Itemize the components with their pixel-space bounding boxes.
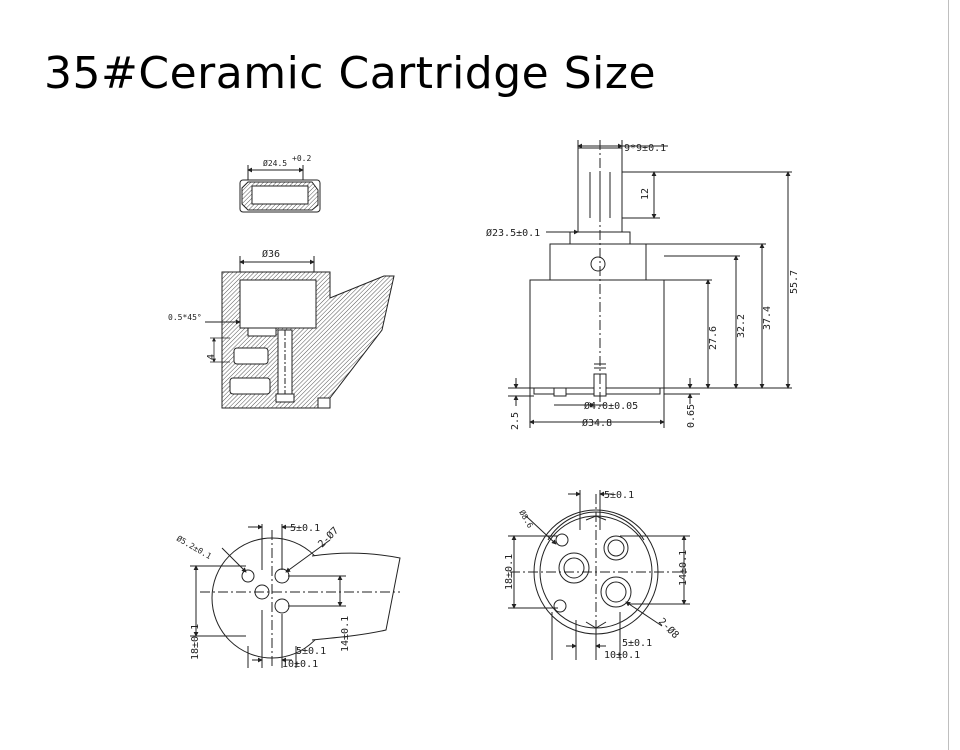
port-18-label: 18±0.1 (190, 624, 201, 660)
frame-border (948, 0, 949, 750)
height-065-label: 0.65 (686, 404, 697, 428)
depth-4-label: 4 (206, 354, 217, 360)
height-25-label: 2.5 (510, 412, 521, 430)
disc-10-label: 10±0.1 (604, 650, 640, 661)
stem-diameter-label: Ø23.5±0.1 (486, 227, 540, 239)
cap-tolerance-label: +0.2 (292, 154, 311, 163)
disc-2phi8-label: 2-Ø8 (656, 616, 682, 642)
height-557-label: 55.7 (789, 270, 800, 294)
disc-5-label: 5±0.1 (604, 490, 634, 501)
cartridge-elevation-view (508, 140, 792, 428)
pin-diameter-label: Ø4.0±0.05 (584, 400, 638, 412)
port-5b-label: 5±0.1 (296, 646, 326, 657)
height-322-label: 32.2 (736, 314, 747, 338)
cap-diameter-label: Ø24.5 (263, 158, 287, 168)
disc-phi86-label: Ø8.6 (517, 508, 535, 530)
body-section-view (221, 256, 395, 409)
chamfer-label: 0.5*45° (168, 313, 202, 322)
stem-height-label: 12 (640, 188, 651, 200)
port-hole-diameter-label: Ø5.2±0.1 (175, 533, 214, 561)
port-view-left (190, 524, 401, 668)
disc-14-label: 14±0.1 (678, 550, 689, 586)
body-diameter-label: Ø36 (262, 248, 280, 260)
disc-5b-label: 5±0.1 (622, 638, 652, 649)
cap-section-view (239, 165, 321, 213)
base-diameter-label: Ø34.8 (582, 417, 612, 429)
page-title: 35#Ceramic Cartridge Size (44, 48, 657, 99)
port-14-label: 14±0.1 (340, 616, 351, 652)
disc-bottom-view (508, 490, 690, 660)
height-276-label: 27.6 (708, 326, 719, 350)
disc-18-label: 18±0.1 (504, 554, 515, 590)
port-spacing-label: 5±0.1 (290, 523, 320, 534)
port-10-label: 10±0.1 (282, 659, 318, 670)
stem-square-label: 9*9±0.1 (624, 143, 666, 154)
height-374-label: 37.4 (762, 306, 773, 330)
